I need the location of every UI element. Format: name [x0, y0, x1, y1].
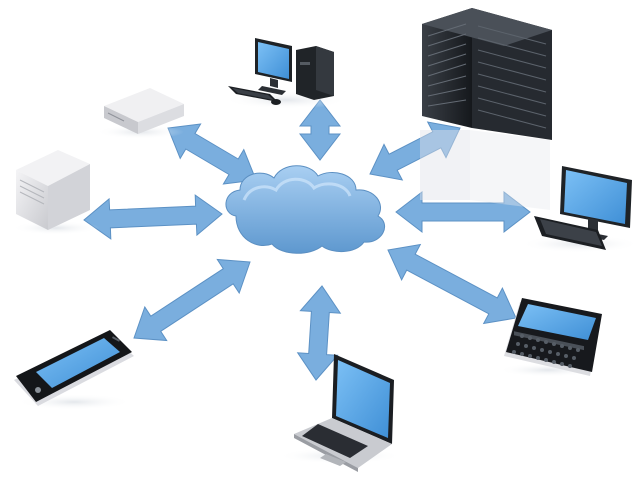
touchscreen-phone-icon	[14, 330, 134, 410]
desktop-computer-icon	[224, 38, 348, 109]
qwerty-smartphone-icon	[498, 298, 602, 377]
arrow-to-server-rack	[369, 121, 461, 181]
arrow-to-laptop	[296, 285, 342, 381]
tower-server-icon	[12, 150, 100, 235]
laptop-icon	[278, 354, 402, 472]
arrow-to-touch-phone	[133, 258, 251, 342]
arrow-to-desktop-top	[298, 99, 342, 161]
server-rack-icon	[420, 8, 552, 210]
arrow-to-desktop-right	[395, 190, 531, 234]
network-appliance-icon	[96, 88, 184, 139]
cloud-icon	[225, 165, 390, 254]
arrow-to-tower-server	[83, 194, 223, 240]
arrow-to-smartphone-qwerty	[387, 243, 517, 325]
connection-arrows	[83, 99, 531, 381]
desktop-computer-icon	[520, 166, 640, 253]
